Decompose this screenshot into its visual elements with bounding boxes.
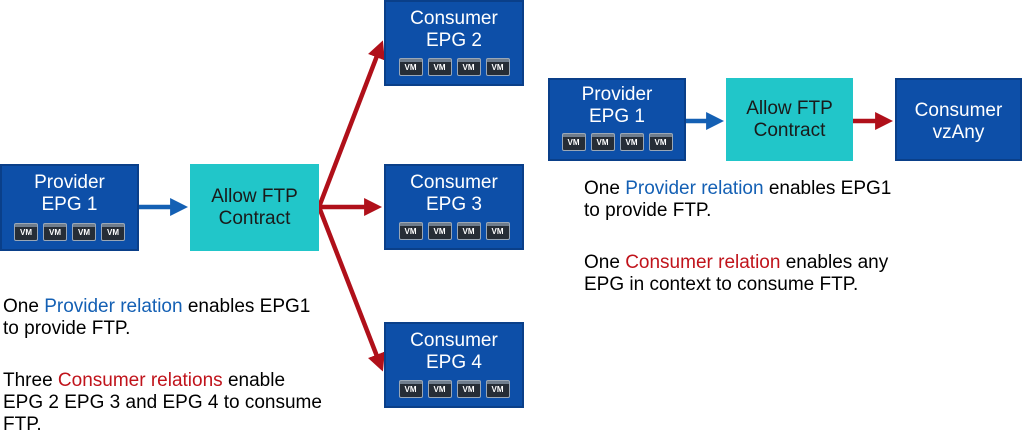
vm-icon: VM <box>101 223 125 241</box>
right-consumer-caption: One Consumer relation enables any EPG in… <box>584 252 1004 296</box>
vm-icon: VM <box>485 222 510 240</box>
left-provider-caption: One Provider relation enables EPG1 to pr… <box>3 296 373 340</box>
right-caption1-post: enables EPG1 <box>763 178 892 199</box>
left-caption1-line2: to provide FTP. <box>3 318 131 339</box>
right-provider-epg-name: EPG 1 <box>589 106 645 127</box>
consumer-epg2-vm-group: VM VM VM VM <box>386 58 522 76</box>
consumer-vzany-name: vzAny <box>932 122 985 143</box>
consumer-vzany-label: Consumer <box>914 100 1003 121</box>
vm-icon: VM <box>456 222 481 240</box>
right-caption2-line2: EPG in context to consume FTP. <box>584 274 859 295</box>
vm-icon: VM <box>398 58 423 76</box>
consumer-vzany-box: Consumer vzAny <box>895 78 1022 161</box>
vm-icon: VM <box>619 133 644 151</box>
vm-icon: VM <box>648 133 673 151</box>
consumer-epg4-vm-group: VM VM VM VM <box>386 380 522 398</box>
right-allow-ftp-contract-box: Allow FTP Contract <box>726 78 853 161</box>
vm-icon: VM <box>398 380 423 398</box>
right-caption2-post: enables any <box>780 252 889 273</box>
left-provider-epg1-box: Provider EPG 1 VM VM VM VM <box>0 164 139 251</box>
left-provider-relation-highlight: Provider relation <box>44 296 183 317</box>
left-caption2-line3: FTP. <box>3 414 42 435</box>
consumer-epg2-box: Consumer EPG 2 VM VM VM VM <box>384 0 524 86</box>
right-provider-relation-highlight: Provider relation <box>625 178 764 199</box>
vm-icon: VM <box>456 58 481 76</box>
consumer-epg3-vm-group: VM VM VM VM <box>386 222 522 240</box>
left-contract-line1: Allow FTP <box>211 185 298 207</box>
left-provider-label: Provider <box>34 172 105 193</box>
consumer-epg3-name: EPG 3 <box>426 194 482 215</box>
right-provider-epg1-box: Provider EPG 1 VM VM VM VM <box>548 78 686 161</box>
right-provider-vm-group: VM VM VM VM <box>550 133 684 151</box>
left-caption1-post: enables EPG1 <box>182 296 311 317</box>
left-caption2-line2: EPG 2 EPG 3 and EPG 4 to consume <box>3 392 322 413</box>
right-provider-caption: One Provider relation enables EPG1 to pr… <box>584 178 984 222</box>
vm-icon: VM <box>398 222 423 240</box>
vm-icon: VM <box>43 223 67 241</box>
consumer-epg3-label: Consumer <box>410 172 498 193</box>
vm-icon: VM <box>485 58 510 76</box>
right-provider-label: Provider <box>581 84 653 105</box>
vm-icon: VM <box>485 380 510 398</box>
right-consumer-relation-highlight: Consumer relation <box>625 252 781 273</box>
consumer-epg2-name: EPG 2 <box>426 30 482 51</box>
left-consumer-caption: Three Consumer relations enable EPG 2 EP… <box>3 370 378 436</box>
left-caption1-pre: One <box>3 296 45 317</box>
left-provider-vm-group: VM VM VM VM <box>2 223 137 241</box>
left-consumer-arrow-epg2 <box>316 40 385 208</box>
consumer-epg2-label: Consumer <box>410 8 498 29</box>
right-contract-line1: Allow FTP <box>746 97 833 119</box>
left-caption2-pre: Three <box>3 370 58 391</box>
consumer-epg4-label: Consumer <box>410 330 498 351</box>
left-allow-ftp-contract-box: Allow FTP Contract <box>190 164 319 251</box>
vm-icon: VM <box>427 58 452 76</box>
vm-icon: VM <box>427 222 452 240</box>
right-caption1-pre: One <box>584 178 626 199</box>
right-contract-line2: Contract <box>753 119 826 141</box>
left-contract-line2: Contract <box>218 207 291 229</box>
right-caption2-pre: One <box>584 252 626 273</box>
left-consumer-relations-highlight: Consumer relations <box>57 370 223 391</box>
consumer-epg3-box: Consumer EPG 3 VM VM VM VM <box>384 164 524 250</box>
vm-icon: VM <box>561 133 586 151</box>
vm-icon: VM <box>456 380 481 398</box>
vm-icon: VM <box>427 380 452 398</box>
vm-icon: VM <box>14 223 38 241</box>
vm-icon: VM <box>590 133 615 151</box>
consumer-epg4-box: Consumer EPG 4 VM VM VM VM <box>384 322 524 408</box>
left-consumer-arrow-epg4 <box>316 206 385 372</box>
right-caption1-line2: to provide FTP. <box>584 200 712 221</box>
consumer-epg4-name: EPG 4 <box>426 352 482 373</box>
left-caption2-post: enable <box>222 370 286 391</box>
vm-icon: VM <box>72 223 96 241</box>
left-provider-epg-name: EPG 1 <box>41 194 98 215</box>
